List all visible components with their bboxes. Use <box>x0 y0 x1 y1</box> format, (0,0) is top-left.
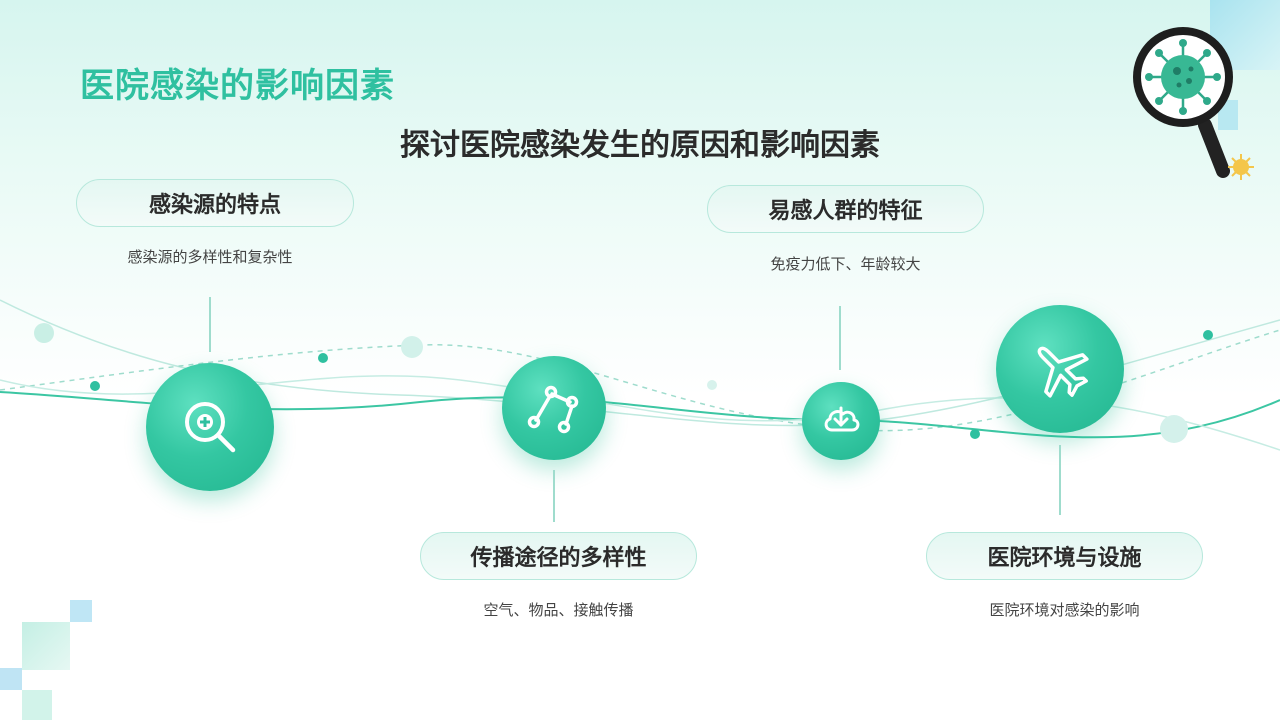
factor-4-heading-text: 医院环境与设施 <box>987 540 1141 572</box>
factor-3-node <box>802 382 880 460</box>
factor-2-node <box>502 356 606 460</box>
decorative-square <box>70 600 92 622</box>
factor-4-heading: 医院环境与设施 <box>926 532 1203 580</box>
factor-2-heading-text: 传播途径的多样性 <box>470 540 646 572</box>
factor-3-heading-text: 易感人群的特征 <box>768 193 922 225</box>
route-nodes-icon <box>526 380 582 436</box>
factor-1-description: 感染源的多样性和复杂性 <box>76 246 344 267</box>
factor-3-heading: 易感人群的特征 <box>707 185 984 233</box>
connector-line <box>1059 445 1061 515</box>
connector-line <box>553 470 555 522</box>
decorative-square <box>22 622 70 670</box>
factor-1-heading: 感染源的特点 <box>76 179 354 227</box>
decorative-square <box>22 690 52 720</box>
factor-3-description: 免疫力低下、年龄较大 <box>707 253 984 274</box>
page-subtitle: 探讨医院感染发生的原因和影响因素 <box>0 120 1280 164</box>
cloud-download-icon <box>820 400 862 442</box>
connector-line <box>209 297 211 352</box>
decorative-square <box>0 668 22 690</box>
factor-1-heading-text: 感染源的特点 <box>149 187 281 219</box>
factor-1-node <box>146 363 274 491</box>
factor-4-node <box>996 305 1124 433</box>
airplane-icon <box>1028 337 1092 401</box>
factor-4-description: 医院环境对感染的影响 <box>926 599 1203 620</box>
factor-2-description: 空气、物品、接触传播 <box>420 599 697 620</box>
factor-2-heading: 传播途径的多样性 <box>420 532 697 580</box>
connector-line <box>839 306 841 370</box>
magnifier-plus-icon <box>178 395 242 459</box>
page-title: 医院感染的影响因素 <box>80 58 395 107</box>
